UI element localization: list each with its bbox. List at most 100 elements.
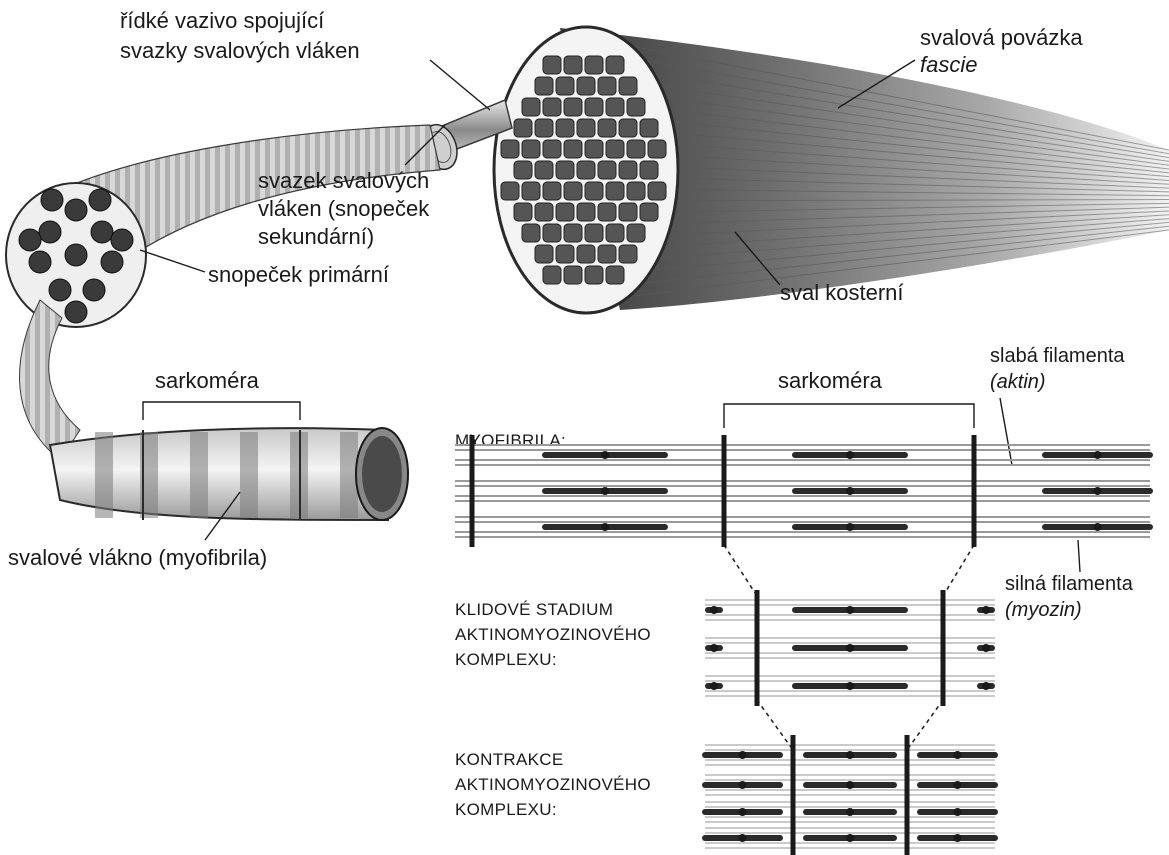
muscle-fascicle	[606, 98, 624, 116]
connector-left-1	[724, 545, 757, 596]
bundle-label-line3: sekundární)	[258, 224, 374, 249]
muscle-fascicle	[648, 182, 666, 200]
fiber-band	[95, 432, 113, 518]
muscle-fascicle	[556, 161, 574, 179]
sarcomere-left-label: sarkoméra	[155, 368, 260, 393]
muscle-fiber-cross	[111, 229, 133, 251]
muscle-fascicle	[627, 224, 645, 242]
muscle-fascicle	[514, 203, 532, 221]
muscle-bundle-illustration	[6, 125, 440, 327]
muscle-fascicle	[522, 140, 540, 158]
m-line-dot	[601, 487, 609, 495]
muscle-fascicle	[598, 203, 616, 221]
m-line-dot	[846, 808, 854, 816]
thick-filaments-label: silná filamenta	[1005, 573, 1134, 595]
fiber-label: svalové vlákno (myofibrila)	[8, 545, 267, 570]
m-line-dot	[846, 751, 854, 759]
myofibril-diagram	[455, 435, 1150, 547]
m-line-dot	[710, 682, 718, 690]
muscle-fascicle	[627, 182, 645, 200]
muscle-fascicle	[514, 119, 532, 137]
bundle-label-line2: vláken (snopeček	[258, 196, 430, 221]
muscle-fascicle	[619, 245, 637, 263]
sarcomere-right-label: sarkoméra	[778, 368, 883, 393]
muscle-fascicle	[501, 182, 519, 200]
muscle-fascicle	[585, 224, 603, 242]
muscle-fascicle	[640, 203, 658, 221]
muscle-fascicle	[619, 77, 637, 95]
m-line-dot	[954, 808, 962, 816]
fiber-band	[240, 432, 258, 518]
muscle-fiber-cross	[101, 251, 123, 273]
muscle-fascicle	[606, 56, 624, 74]
m-line-dot	[954, 781, 962, 789]
muscle-fascicle	[543, 224, 561, 242]
muscle-fascicle	[543, 266, 561, 284]
muscle-fascicle	[619, 119, 637, 137]
muscle-fiber-cross	[65, 199, 87, 221]
m-line-dot	[954, 834, 962, 842]
muscle-fascicle	[501, 140, 519, 158]
m-line-dot	[739, 808, 747, 816]
bundle-label-line1: svazek svalových	[258, 168, 429, 193]
m-line-dot	[739, 834, 747, 842]
muscle-fascicle	[535, 119, 553, 137]
muscle-fascicle	[543, 98, 561, 116]
m-line-dot	[601, 523, 609, 531]
muscle-fascicle	[522, 182, 540, 200]
m-line-dot	[846, 644, 854, 652]
muscle-fiber-cross	[39, 221, 61, 243]
muscle-fascicle	[598, 77, 616, 95]
muscle-fascicle	[619, 161, 637, 179]
muscle-fiber-cross	[49, 279, 71, 301]
contraction-label-line2: AKTINOMYOZINOVÉHO	[455, 775, 651, 794]
resting-label-line3: KOMPLEXU:	[455, 650, 557, 669]
muscle-fiber-cross	[19, 229, 41, 251]
fascia-latin-label: fascie	[920, 52, 977, 77]
muscle-fascicle	[564, 224, 582, 242]
muscle-fascicle	[606, 140, 624, 158]
muscle-fascicle	[543, 56, 561, 74]
muscle-fiber-cross	[41, 189, 63, 211]
muscle-fascicle	[585, 266, 603, 284]
thick-filaments-latin-label: (myozin)	[1005, 599, 1082, 621]
muscle-fascicle	[585, 56, 603, 74]
muscle-fascicle	[585, 140, 603, 158]
connector-right-1	[943, 545, 974, 596]
thick-filaments-leader	[1078, 540, 1080, 572]
contraction-stage-diagram	[705, 735, 995, 855]
primary-bundle-leader	[140, 250, 205, 272]
muscle-fiber-cross	[89, 189, 111, 211]
m-line-dot	[846, 523, 854, 531]
muscle-fascicle	[577, 245, 595, 263]
muscle-fascicle	[535, 203, 553, 221]
fascia-label: svalová povázka	[920, 25, 1083, 50]
thin-filaments-latin-label: (aktin)	[990, 371, 1046, 393]
m-line-dot	[1094, 451, 1102, 459]
muscle-fiber-cross	[65, 301, 87, 323]
muscle-fascicle	[577, 161, 595, 179]
loose-tissue-label-line1: řídké vazivo spojující	[120, 8, 324, 33]
m-line-dot	[739, 781, 747, 789]
m-line-dot	[846, 682, 854, 690]
skeletal-muscle-label: sval kosterní	[780, 280, 904, 305]
resting-label-line1: KLIDOVÉ STADIUM	[455, 600, 613, 619]
muscle-fascicle	[556, 77, 574, 95]
muscle-fascicle	[564, 182, 582, 200]
muscle-fascicle	[522, 224, 540, 242]
muscle-fascicle	[535, 245, 553, 263]
muscle-fascicle	[535, 161, 553, 179]
connector-left-2	[757, 700, 793, 750]
m-line-dot	[846, 487, 854, 495]
muscle-fascicle	[619, 203, 637, 221]
primary-bundle-label: snopeček primární	[208, 262, 389, 287]
thin-filaments-leader	[1000, 398, 1012, 465]
muscle-fascicle	[598, 245, 616, 263]
muscle-fascicle	[606, 224, 624, 242]
muscle-fascicle	[606, 266, 624, 284]
muscle-fiber-cross	[29, 251, 51, 273]
m-line-dot	[846, 834, 854, 842]
muscle-fascicle	[535, 77, 553, 95]
loose-tissue-leader	[430, 60, 490, 110]
muscle-fascicle	[556, 245, 574, 263]
